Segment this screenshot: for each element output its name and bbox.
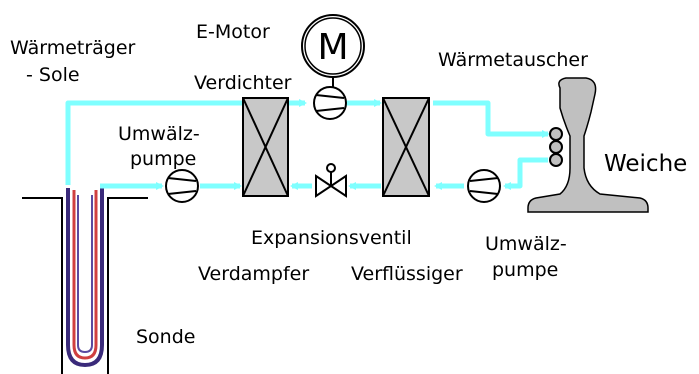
label-expansionsventil: Expansionsventil [251, 227, 412, 249]
condenser-box [382, 97, 430, 197]
evaporator-box [242, 97, 289, 197]
label-verdichter: Verdichter [194, 72, 292, 94]
motor-letter: M [317, 27, 348, 68]
label-umwaelzpumpe-right-2: pumpe [492, 259, 558, 281]
ground-probe [66, 188, 104, 368]
label-umwaelzpumpe-left-2: pumpe [130, 148, 196, 170]
expansion-valve-icon [315, 163, 347, 198]
pipe-network [65, 99, 550, 190]
label-sole: - Sole [26, 64, 80, 86]
rail-switch-icon [527, 77, 649, 213]
borehole-outline [22, 197, 148, 374]
compressor-icon [313, 86, 347, 120]
circulation-pump-right-icon [467, 169, 501, 203]
label-sonde: Sonde [136, 326, 195, 348]
label-waermetraeger: Wärmeträger [10, 37, 136, 59]
motor-icon: M [301, 14, 365, 78]
label-e-motor: E-Motor [196, 21, 270, 43]
circulation-pump-left-icon [165, 169, 199, 203]
label-verfluessiger: Verflüssiger [351, 263, 463, 285]
label-weiche: Weiche [604, 151, 687, 177]
label-waermetauscher: Wärmetauscher [438, 49, 588, 71]
label-umwaelzpumpe-right-1: Umwälz- [485, 233, 567, 255]
label-umwaelzpumpe-left-1: Umwälz- [118, 123, 200, 145]
label-verdampfer: Verdampfer [198, 263, 309, 285]
